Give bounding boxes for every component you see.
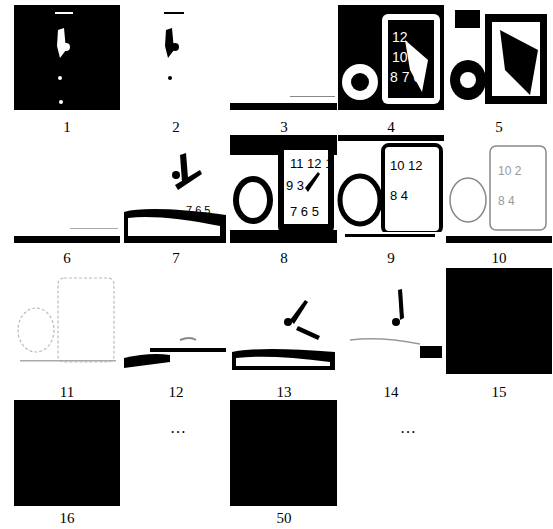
- svg-text:9 3: 9 3: [286, 178, 304, 193]
- image-number: 8: [280, 249, 288, 267]
- svg-text:12: 12: [392, 29, 408, 45]
- svg-text:11 12 1: 11 12 1: [290, 156, 332, 171]
- thumb-16: [14, 400, 120, 506]
- image-number: 3: [280, 118, 288, 136]
- thumb-14: [338, 268, 444, 374]
- image-number: 50: [277, 509, 292, 527]
- image-number: 16: [60, 509, 75, 527]
- image-number: 9: [387, 249, 395, 267]
- image-number: 2: [172, 118, 180, 136]
- ellipsis: …: [400, 419, 416, 437]
- thumb-7: 7 6 5: [124, 135, 228, 243]
- image-number: 10: [492, 249, 507, 267]
- image-number: 1: [63, 118, 71, 136]
- svg-text:8 4: 8 4: [390, 188, 408, 203]
- thumb-9: 10 12 8 4: [338, 135, 444, 243]
- thumb-15: [446, 268, 552, 374]
- thumb-1: [14, 5, 120, 110]
- image-number: 4: [387, 118, 395, 136]
- svg-text:7 6 5: 7 6 5: [186, 204, 210, 216]
- thumb-11: [14, 268, 120, 374]
- svg-text:10 2: 10 2: [498, 164, 522, 178]
- thumb-5: [446, 5, 552, 110]
- image-number: 13: [277, 383, 292, 401]
- thumb-13: [230, 268, 337, 374]
- ellipsis: …: [170, 419, 186, 437]
- svg-text:10 12: 10 12: [390, 158, 423, 173]
- image-number: 12: [169, 383, 184, 401]
- thumb-3: [230, 5, 337, 110]
- image-number: 7: [172, 249, 180, 267]
- thumb-8: 11 12 1 9 3 7 6 5: [230, 135, 337, 243]
- svg-text:8 4: 8 4: [498, 194, 515, 208]
- thumb-6: [14, 135, 120, 243]
- image-number: 6: [63, 249, 71, 267]
- thumb-12: [124, 268, 228, 374]
- image-number: 11: [60, 383, 74, 401]
- thumb-2: [124, 5, 228, 110]
- thumb-50: [230, 400, 337, 506]
- thumb-4: 12 10 8 7 6: [338, 5, 444, 110]
- image-number: 15: [492, 383, 507, 401]
- image-number: 14: [384, 383, 399, 401]
- thumb-10: 10 2 8 4: [446, 135, 552, 243]
- svg-text:10: 10: [392, 49, 408, 65]
- svg-text:7 6 5: 7 6 5: [290, 204, 319, 219]
- image-number: 5: [495, 118, 503, 136]
